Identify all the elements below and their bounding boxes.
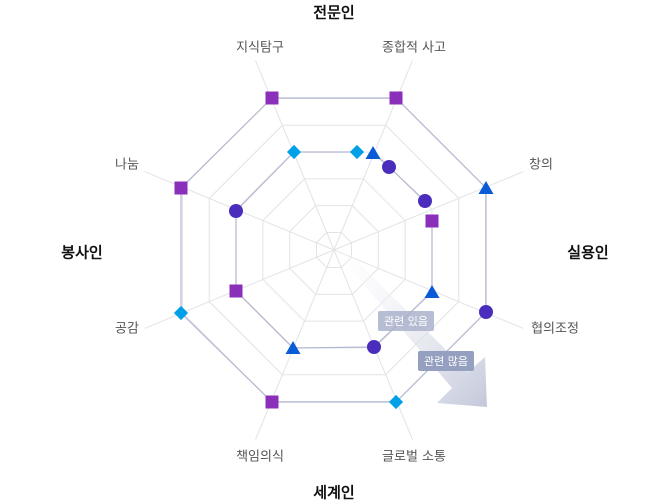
group-label-top: 전문인 <box>313 3 355 22</box>
grid-ring <box>262 178 406 322</box>
series-markers <box>173 91 494 410</box>
square-marker <box>229 284 243 298</box>
circle-marker <box>367 340 381 354</box>
tag-highly-related: 관련 많음 <box>418 351 474 371</box>
axis-label: 종합적 사고 <box>382 40 446 56</box>
axis-label: 창의 <box>529 157 553 173</box>
square-marker <box>265 395 279 409</box>
diamond-marker <box>173 305 189 321</box>
circle-marker <box>229 204 243 218</box>
group-label-bottom: 세계인 <box>313 483 355 502</box>
series-line <box>372 152 426 202</box>
square-marker <box>389 91 403 105</box>
square-marker <box>425 214 439 228</box>
axis-label: 나눔 <box>115 157 139 173</box>
series-line <box>235 151 375 349</box>
axis-label: 협의조정 <box>531 321 579 337</box>
diamond-marker <box>349 144 365 160</box>
circle-marker <box>418 194 432 208</box>
square-marker <box>265 91 279 105</box>
axis-label: 공감 <box>115 321 139 337</box>
group-label-left: 봉사인 <box>61 243 103 262</box>
triangle-marker <box>424 285 440 298</box>
axis-label: 지식탐구 <box>236 40 284 56</box>
triangle-marker <box>478 181 494 194</box>
diamond-marker <box>388 394 404 410</box>
circle-marker <box>382 160 396 174</box>
square-marker <box>174 181 188 195</box>
grid-ring <box>208 124 460 376</box>
tag-related: 관련 있음 <box>378 311 434 331</box>
diamond-marker <box>286 144 302 160</box>
spoke <box>333 171 524 251</box>
grid-ring <box>315 231 353 269</box>
triangle-marker <box>365 146 381 159</box>
group-label-right: 실용인 <box>567 243 609 262</box>
axis-label: 글로벌 소통 <box>382 449 446 465</box>
triangle-marker <box>285 341 301 354</box>
axis-label: 책임의식 <box>236 449 284 465</box>
grid-ring <box>289 205 379 295</box>
circle-marker <box>479 305 493 319</box>
